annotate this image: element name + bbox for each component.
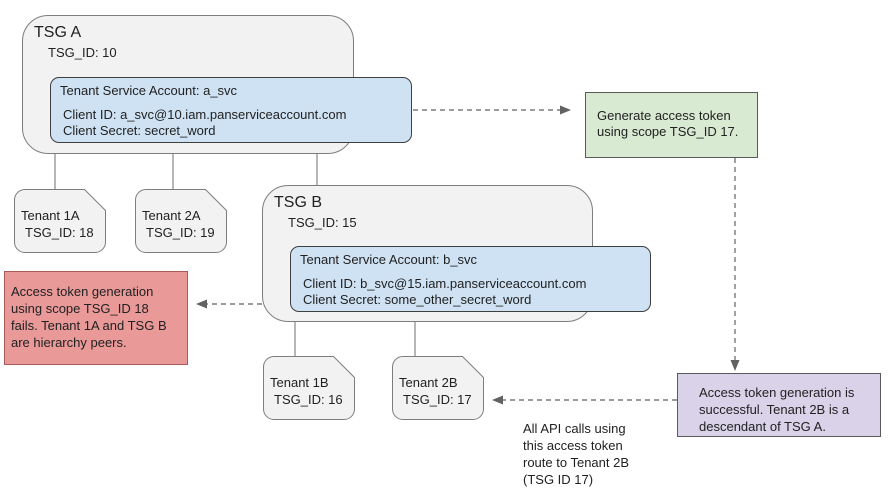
tsg-a-client-secret: Client Secret: secret_word [63, 123, 216, 138]
note-line: using scope TSG_ID 18 [11, 301, 149, 316]
tenant-1a-card: Tenant 1A TSG_ID: 18 [14, 189, 106, 253]
arrow-generate-token [413, 105, 571, 115]
note-line: successful. Tenant 2B is a [699, 402, 850, 417]
note-line: Generate access token [597, 108, 731, 123]
arrow-token-to-success [730, 158, 740, 371]
note-line: route to Tenant 2B [523, 455, 630, 470]
note-token-fails: Access token generation using scope TSG_… [4, 271, 188, 365]
note-line: fails. Tenant 1A and TSG B [11, 318, 167, 333]
note-line: using scope TSG_ID 17. [597, 124, 739, 139]
note-line: Access token generation [11, 284, 154, 299]
tree-connector-lines [54, 154, 416, 356]
note-api-route: All API calls using this access token ro… [523, 420, 629, 488]
tenant-1a-name: Tenant 1A [21, 208, 80, 223]
note-token-success: Access token generation is successful. T… [677, 373, 881, 437]
arrow-tsgb-to-fails [196, 299, 262, 309]
card-shape [135, 189, 227, 253]
tenant-1b-id: TSG_ID: 16 [274, 392, 343, 407]
note-line: All API calls using [523, 421, 626, 436]
tenant-1a-id: TSG_ID: 18 [25, 225, 94, 240]
note-line: descendant of TSG A. [699, 419, 826, 434]
tsg-a-account-title: Tenant Service Account: a_svc [60, 83, 238, 98]
tsg-a-service-account-box: Tenant Service Account: a_svc Client ID:… [50, 77, 412, 143]
tenant-2a-name: Tenant 2A [142, 208, 201, 223]
tenant-1b-card: Tenant 1B TSG_ID: 16 [263, 356, 355, 420]
tenant-2b-card: Tenant 2B TSG_ID: 17 [392, 356, 484, 420]
note-line: (TSG ID 17) [523, 472, 594, 487]
tsg-b-id-label: TSG_ID: 15 [288, 215, 357, 230]
tsg-b-service-account-box: Tenant Service Account: b_svc Client ID:… [290, 246, 651, 312]
tenant-1b-name: Tenant 1B [270, 375, 329, 390]
tenant-2a-card: Tenant 2A TSG_ID: 19 [135, 189, 227, 253]
note-line: this access token [523, 438, 623, 453]
tsg-a-id-label: TSG_ID: 10 [48, 45, 117, 60]
tsg-a-title: TSG A [34, 24, 82, 41]
note-generate-token: Generate access token using scope TSG_ID… [585, 92, 758, 158]
tenant-2a-id: TSG_ID: 19 [146, 225, 215, 240]
note-line: are hierarchy peers. [11, 335, 127, 350]
arrow-success-to-tenant2b [492, 395, 677, 405]
tsg-b-client-secret: Client Secret: some_other_secret_word [303, 292, 532, 307]
tenant-2b-id: TSG_ID: 17 [403, 392, 472, 407]
card-shape [14, 189, 106, 253]
card-shape [392, 356, 484, 420]
note-line: Access token generation is [699, 385, 855, 400]
tsg-b-client-id: Client ID: b_svc@15.iam.panserviceaccoun… [303, 276, 587, 291]
tsg-b-account-title: Tenant Service Account: b_svc [300, 252, 478, 267]
tsg-a-client-id: Client ID: a_svc@10.iam.panserviceaccoun… [63, 107, 347, 122]
card-shape [263, 356, 355, 420]
tsg-b-title: TSG B [274, 194, 323, 211]
tenant-2b-name: Tenant 2B [399, 375, 458, 390]
